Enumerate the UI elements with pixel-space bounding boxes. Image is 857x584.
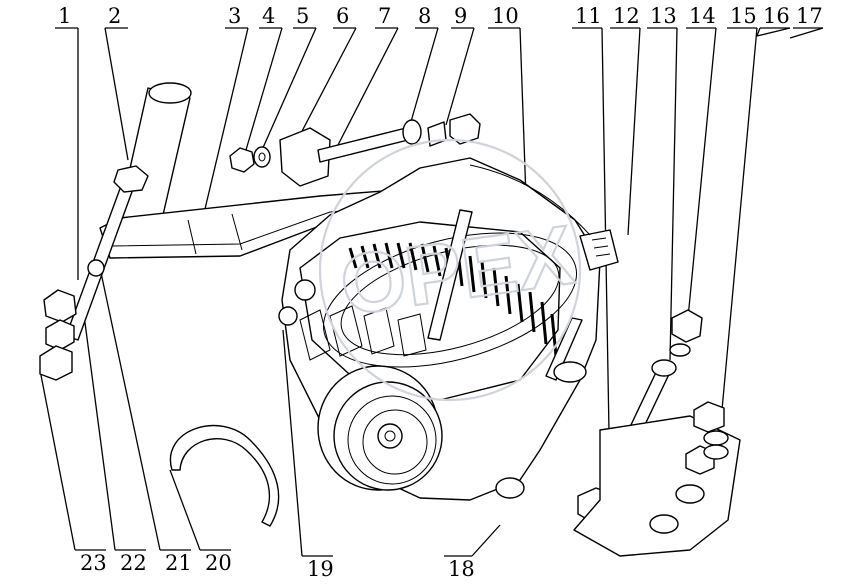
callout-9: 9 (454, 4, 467, 28)
callout-1: 1 (58, 4, 71, 28)
callout-17: 17 (796, 4, 823, 28)
callout-14: 14 (689, 4, 716, 28)
callout-23: 23 (80, 551, 107, 575)
callout-19: 19 (307, 557, 334, 581)
callout-8: 8 (418, 4, 431, 28)
adjusting-bolt-left (39, 165, 149, 381)
callout-labels-top: 1 2 3 4 5 6 7 8 9 10 11 12 13 14 15 16 1… (58, 4, 823, 28)
pulley (317, 365, 443, 491)
top-hardware (229, 113, 481, 187)
retaining-clip (169, 424, 280, 527)
alternator-body (278, 157, 619, 501)
callout-6: 6 (336, 4, 349, 28)
callout-7: 7 (378, 4, 391, 28)
callout-3: 3 (228, 4, 241, 28)
callout-10: 10 (492, 4, 519, 28)
right-bracket (573, 309, 741, 557)
callout-5: 5 (296, 4, 309, 28)
callout-18: 18 (448, 557, 475, 581)
callout-13: 13 (650, 4, 677, 28)
callout-20: 20 (205, 551, 232, 575)
callout-2: 2 (108, 4, 121, 28)
callout-16: 16 (763, 4, 790, 28)
callout-15: 15 (730, 4, 757, 28)
callout-labels-bottom: 23 22 21 20 19 18 (80, 551, 475, 581)
callout-4: 4 (262, 4, 275, 28)
callout-11: 11 (575, 4, 602, 28)
callout-21: 21 (165, 551, 192, 575)
callout-22: 22 (120, 551, 147, 575)
callout-12: 12 (613, 4, 640, 28)
leader-lines (39, 27, 824, 557)
